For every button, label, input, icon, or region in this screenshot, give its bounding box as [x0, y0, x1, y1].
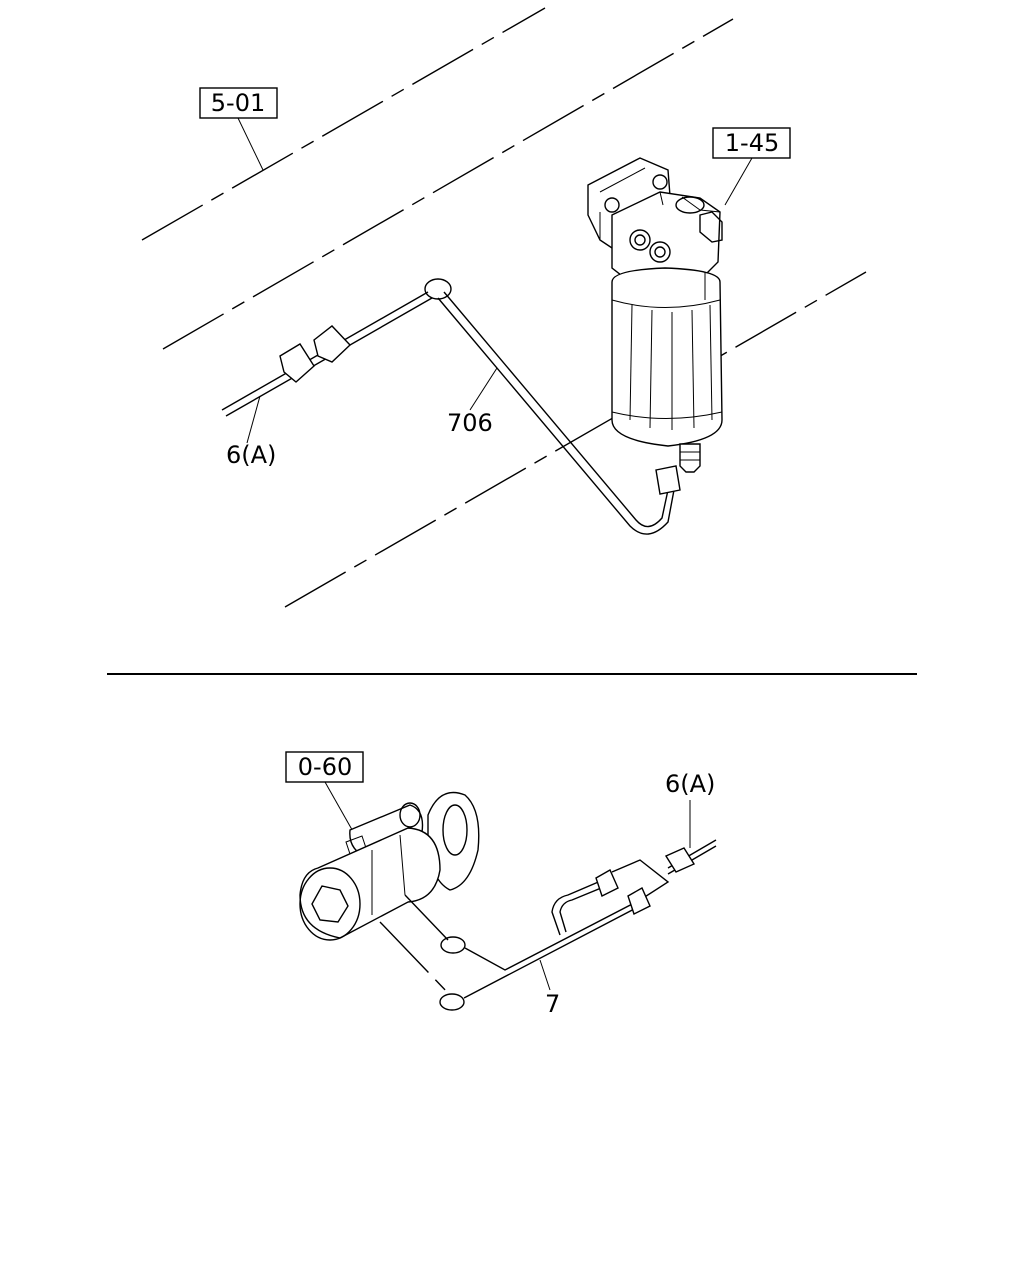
fuel-filter[interactable]: [587, 157, 723, 473]
harness-706[interactable]: [221, 278, 681, 535]
ground-dash-2: [379, 921, 451, 996]
frame-line-1: [141, 7, 546, 241]
frame-line-2: [162, 18, 734, 350]
frame-line-3: [284, 271, 867, 608]
harness-7[interactable]: [439, 839, 717, 1011]
leader-6a-top: [246, 395, 261, 444]
label-6a-bottom: 6(A): [665, 770, 715, 798]
connector-block-2[interactable]: [313, 325, 351, 363]
ref-label-5-01: 5-01: [211, 89, 265, 117]
ref-box-1-45[interactable]: 1-45: [712, 127, 791, 159]
label-7: 7: [545, 990, 560, 1018]
ref-label-0-60: 0-60: [298, 753, 352, 781]
connector-block-5[interactable]: [664, 847, 696, 873]
label-706: 706: [447, 409, 493, 437]
connector-block-4[interactable]: [627, 887, 651, 915]
ref-box-0-60[interactable]: 0-60: [285, 751, 364, 783]
leader-706: [469, 367, 498, 411]
ground-dash-1: [404, 894, 449, 941]
leader-5-01: [237, 117, 264, 171]
top-assembly: 5-01 1-45: [141, 7, 867, 608]
ring-terminal-2[interactable]: [439, 993, 465, 1011]
connector-block-3[interactable]: [595, 869, 619, 897]
leader-0-60: [324, 781, 356, 836]
connector-block-1[interactable]: [279, 343, 315, 383]
leader-1-45: [724, 157, 753, 206]
starter-motor[interactable]: [299, 791, 480, 941]
bottom-assembly: 0-60: [285, 751, 717, 1018]
label-6a-top: 6(A): [226, 441, 276, 469]
ring-terminal-1[interactable]: [440, 936, 466, 954]
leader-7: [539, 959, 551, 991]
ref-box-5-01[interactable]: 5-01: [199, 87, 278, 119]
ref-label-1-45: 1-45: [725, 129, 779, 157]
